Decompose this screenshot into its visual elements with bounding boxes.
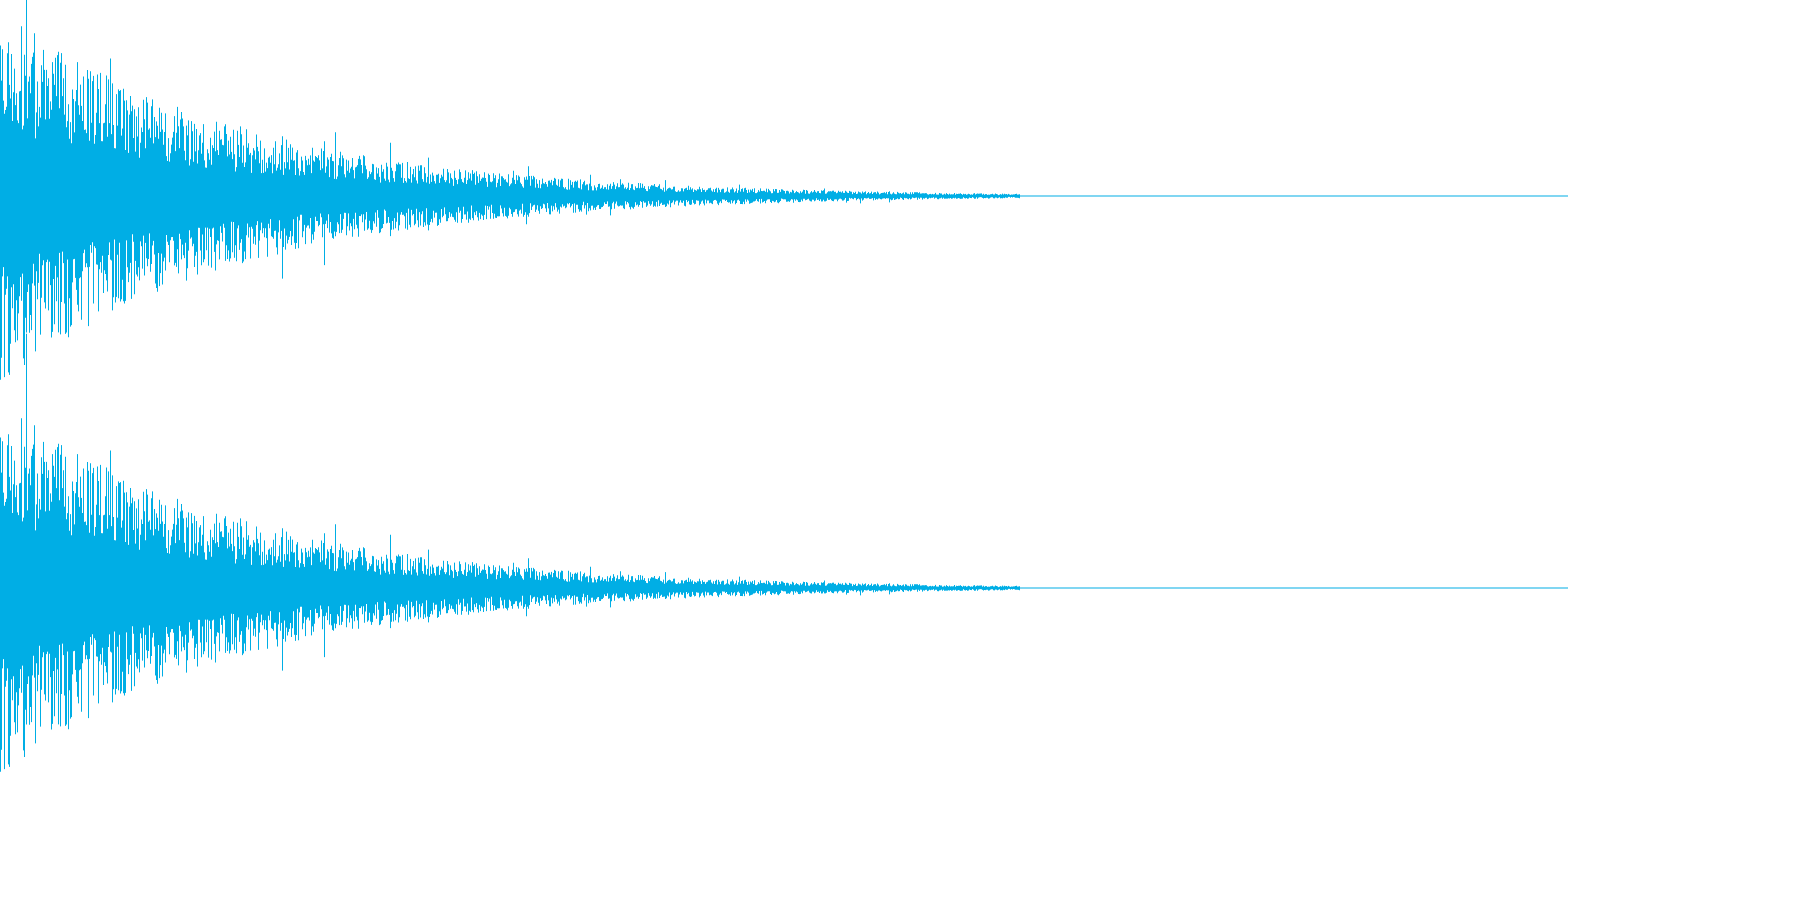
waveform-channel-right[interactable]	[0, 333, 1568, 772]
waveform-signal	[0, 0, 1020, 380]
waveform-signal	[0, 333, 1020, 772]
waveform-channel-left[interactable]	[0, 0, 1568, 380]
